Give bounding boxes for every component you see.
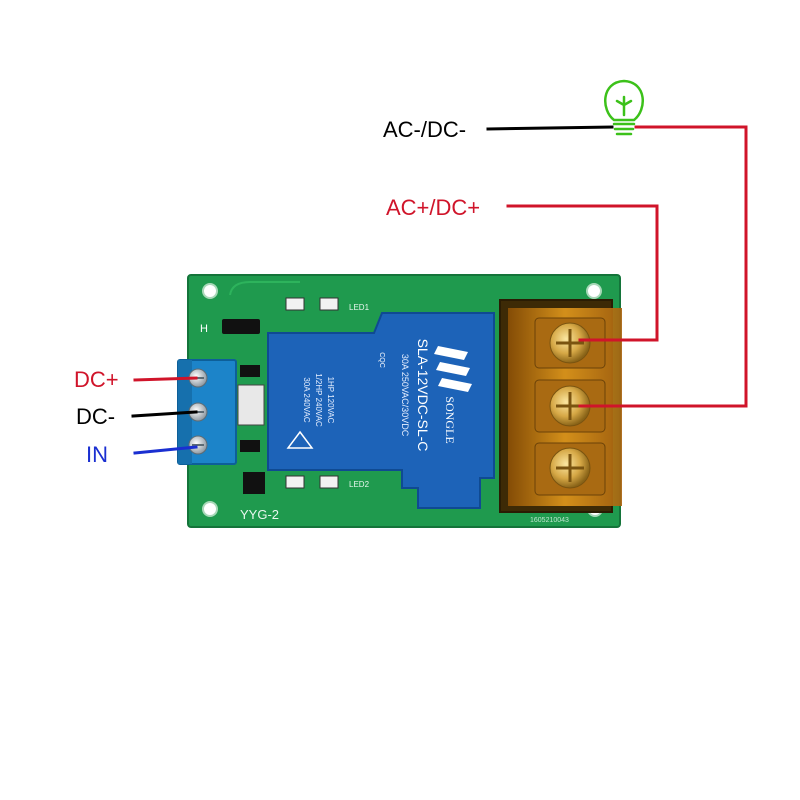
jumper-header: [222, 319, 260, 334]
label-dc-minus: DC-: [76, 404, 116, 429]
label-ac-plus: AC+/DC+: [386, 195, 481, 220]
transistor: [240, 365, 260, 377]
songle-logo-icon: [434, 346, 472, 392]
h-mark: H: [200, 323, 208, 335]
led1-label: LED1: [349, 303, 370, 312]
wire-ac-minus: [486, 125, 614, 131]
optocoupler: [243, 472, 265, 494]
mount-hole-tl: [202, 283, 218, 299]
warning-triangle-icon: [286, 430, 314, 449]
wire-bulb-to-terminal: [578, 125, 748, 408]
led1-resistor: [285, 297, 305, 311]
cqc-mark: CQC: [378, 352, 385, 368]
label-in: IN: [86, 442, 108, 467]
smd-part: [240, 440, 260, 452]
relay-body: 1HP 120VAC 1/2HP 240VAC 30A 240VAC SLA-1…: [267, 312, 495, 509]
led2-resistor: [285, 475, 305, 489]
output-terminal-block: 1605210043: [499, 299, 622, 524]
led2: [319, 475, 339, 489]
light-bulb-icon: [604, 79, 644, 136]
label-dc-plus: DC+: [74, 367, 119, 392]
wires: [131, 125, 748, 455]
led2-label: LED2: [349, 480, 370, 489]
mount-hole-tr: [586, 283, 602, 299]
led1: [319, 297, 339, 311]
label-ac-minus: AC-/DC-: [383, 117, 467, 142]
wire-dc-plus: [133, 376, 198, 382]
relay-rating-line5: 30A 240VAC: [302, 377, 311, 422]
relay-rating-line4: 1/2HP 240VAC: [314, 373, 323, 427]
relay-brand: SONGLE: [443, 396, 457, 443]
serial-label: 1605210043: [530, 517, 569, 524]
mount-hole-bl: [202, 501, 218, 517]
board-model-label: YYG-2: [240, 507, 279, 522]
wire-ac-plus: [506, 204, 659, 342]
relay-rating-line3: 1HP 120VAC: [326, 377, 335, 424]
relay-rating-line2: 30A 250VAC/30VDC: [400, 354, 410, 437]
wire-dc-minus: [131, 410, 198, 418]
relay-model: SLA-12VDC-SL-C: [415, 339, 431, 452]
wire-in: [133, 445, 198, 455]
diode: [237, 384, 265, 426]
